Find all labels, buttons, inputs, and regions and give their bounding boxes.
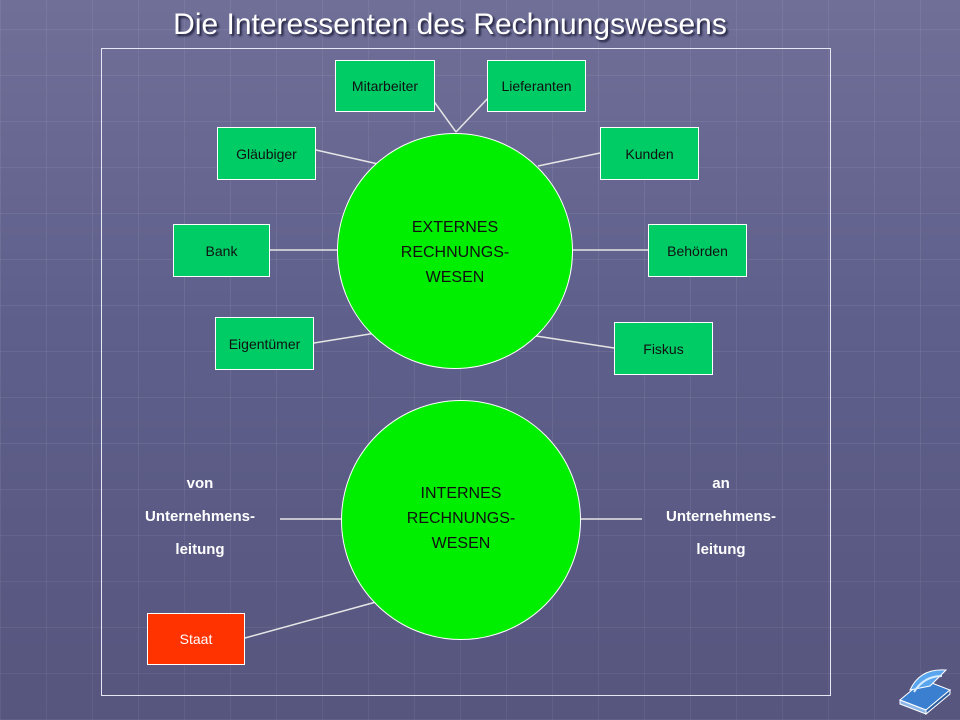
box-glaeubiger: Gläubiger <box>217 127 316 180</box>
von-line2: Unternehmens- <box>144 508 256 525</box>
an-line3: leitung <box>696 541 746 558</box>
box-eigentuemer: Eigentümer <box>215 317 314 370</box>
diagram-frame <box>101 48 831 696</box>
an-line2: Unternehmens- <box>665 508 777 525</box>
box-mitarbeiter: Mitarbeiter <box>335 60 435 112</box>
line-kunden <box>537 152 601 167</box>
external-label: EXTERNES RECHNUNGS- WESEN <box>337 215 573 290</box>
external-label-line2: RECHNUNGS- <box>400 244 510 261</box>
external-label-line1: EXTERNES <box>411 219 499 236</box>
internal-label-line1: INTERNES <box>420 485 502 502</box>
label-von-unternehmensleitung: von Unternehmens- leitung <box>120 467 280 566</box>
von-line3: leitung <box>175 541 225 558</box>
box-bank: Bank <box>173 224 270 277</box>
internal-label-line3: WESEN <box>431 535 491 552</box>
page-title: Die Interessenten des Rechnungswesens <box>173 8 727 41</box>
box-lieferanten: Lieferanten <box>487 60 586 112</box>
line-glaeubiger <box>315 149 379 165</box>
box-kunden: Kunden <box>600 127 699 180</box>
line-staat <box>244 601 377 639</box>
von-line1: von <box>186 475 214 492</box>
box-behoerden: Behörden <box>648 224 747 277</box>
label-an-unternehmensleitung: an Unternehmens- leitung <box>640 467 802 566</box>
box-staat: Staat <box>147 613 245 665</box>
external-circle <box>337 133 573 369</box>
line-lieferanten <box>455 95 491 133</box>
box-fiskus: Fiskus <box>614 322 713 375</box>
external-label-line3: WESEN <box>425 269 485 286</box>
line-fiskus <box>535 335 615 349</box>
book-icon[interactable] <box>896 660 954 716</box>
an-line1: an <box>712 475 730 492</box>
internal-label: INTERNES RECHNUNGS- WESEN <box>341 481 581 556</box>
internal-circle <box>341 400 581 640</box>
internal-label-line2: RECHNUNGS- <box>406 510 516 527</box>
line-eigentuemer <box>313 332 377 344</box>
